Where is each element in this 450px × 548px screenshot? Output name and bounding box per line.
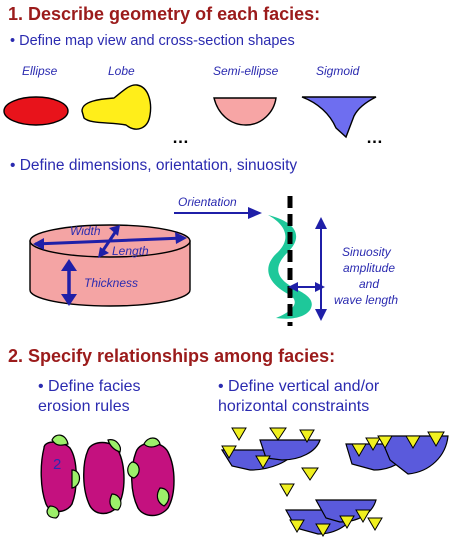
erosion-shape-2 [83,439,125,515]
lobe-shape [81,84,152,130]
more-shapes-ellipsis-right: … [366,128,384,147]
label-orientation: Orientation [178,195,237,209]
label-width: Width [70,224,101,238]
more-shapes-ellipsis-left: … [172,128,190,147]
cylinder-figure [29,224,191,307]
sinuous-channel [268,196,312,326]
bullet-map-view: • Define map view and cross-section shap… [10,33,295,49]
label-and: and [359,277,380,291]
sigmoid-shape [301,96,377,139]
constraint-group-bottom [284,499,383,537]
constraints-line-1: • Define vertical and/or [218,378,380,395]
label-wave-length: wave length [334,293,399,307]
erosion-shape-3 [127,437,175,517]
section-2-title: 2. Specify relationships among facies: [8,346,336,366]
erosion-rules-line-1: • Define facies [38,378,141,395]
label-amplitude: amplitude [343,261,396,275]
label-thickness: Thickness [84,276,139,290]
ellipse-shape [3,96,69,126]
constraint-group-right [345,431,449,475]
label-sinuosity: Sinuosity [342,245,391,259]
semi-ellipse-shape [213,97,277,126]
erosion-index-label: 2 [53,456,62,473]
constraint-group-left [220,427,321,497]
erosion-shape-1 [40,434,81,519]
section-1-title: 1. Describe geometry of each facies: [8,4,321,24]
label-ellipse: Ellipse [22,64,58,78]
label-semi-ellipse: Semi-ellipse [213,64,279,78]
bullet-dimensions: • Define dimensions, orientation, sinuos… [10,157,298,174]
label-length: Length [112,244,149,258]
erosion-rules-line-2: erosion rules [38,398,130,415]
label-sigmoid: Sigmoid [316,64,360,78]
label-lobe: Lobe [108,64,135,78]
constraints-line-2: horizontal constraints [218,398,370,415]
